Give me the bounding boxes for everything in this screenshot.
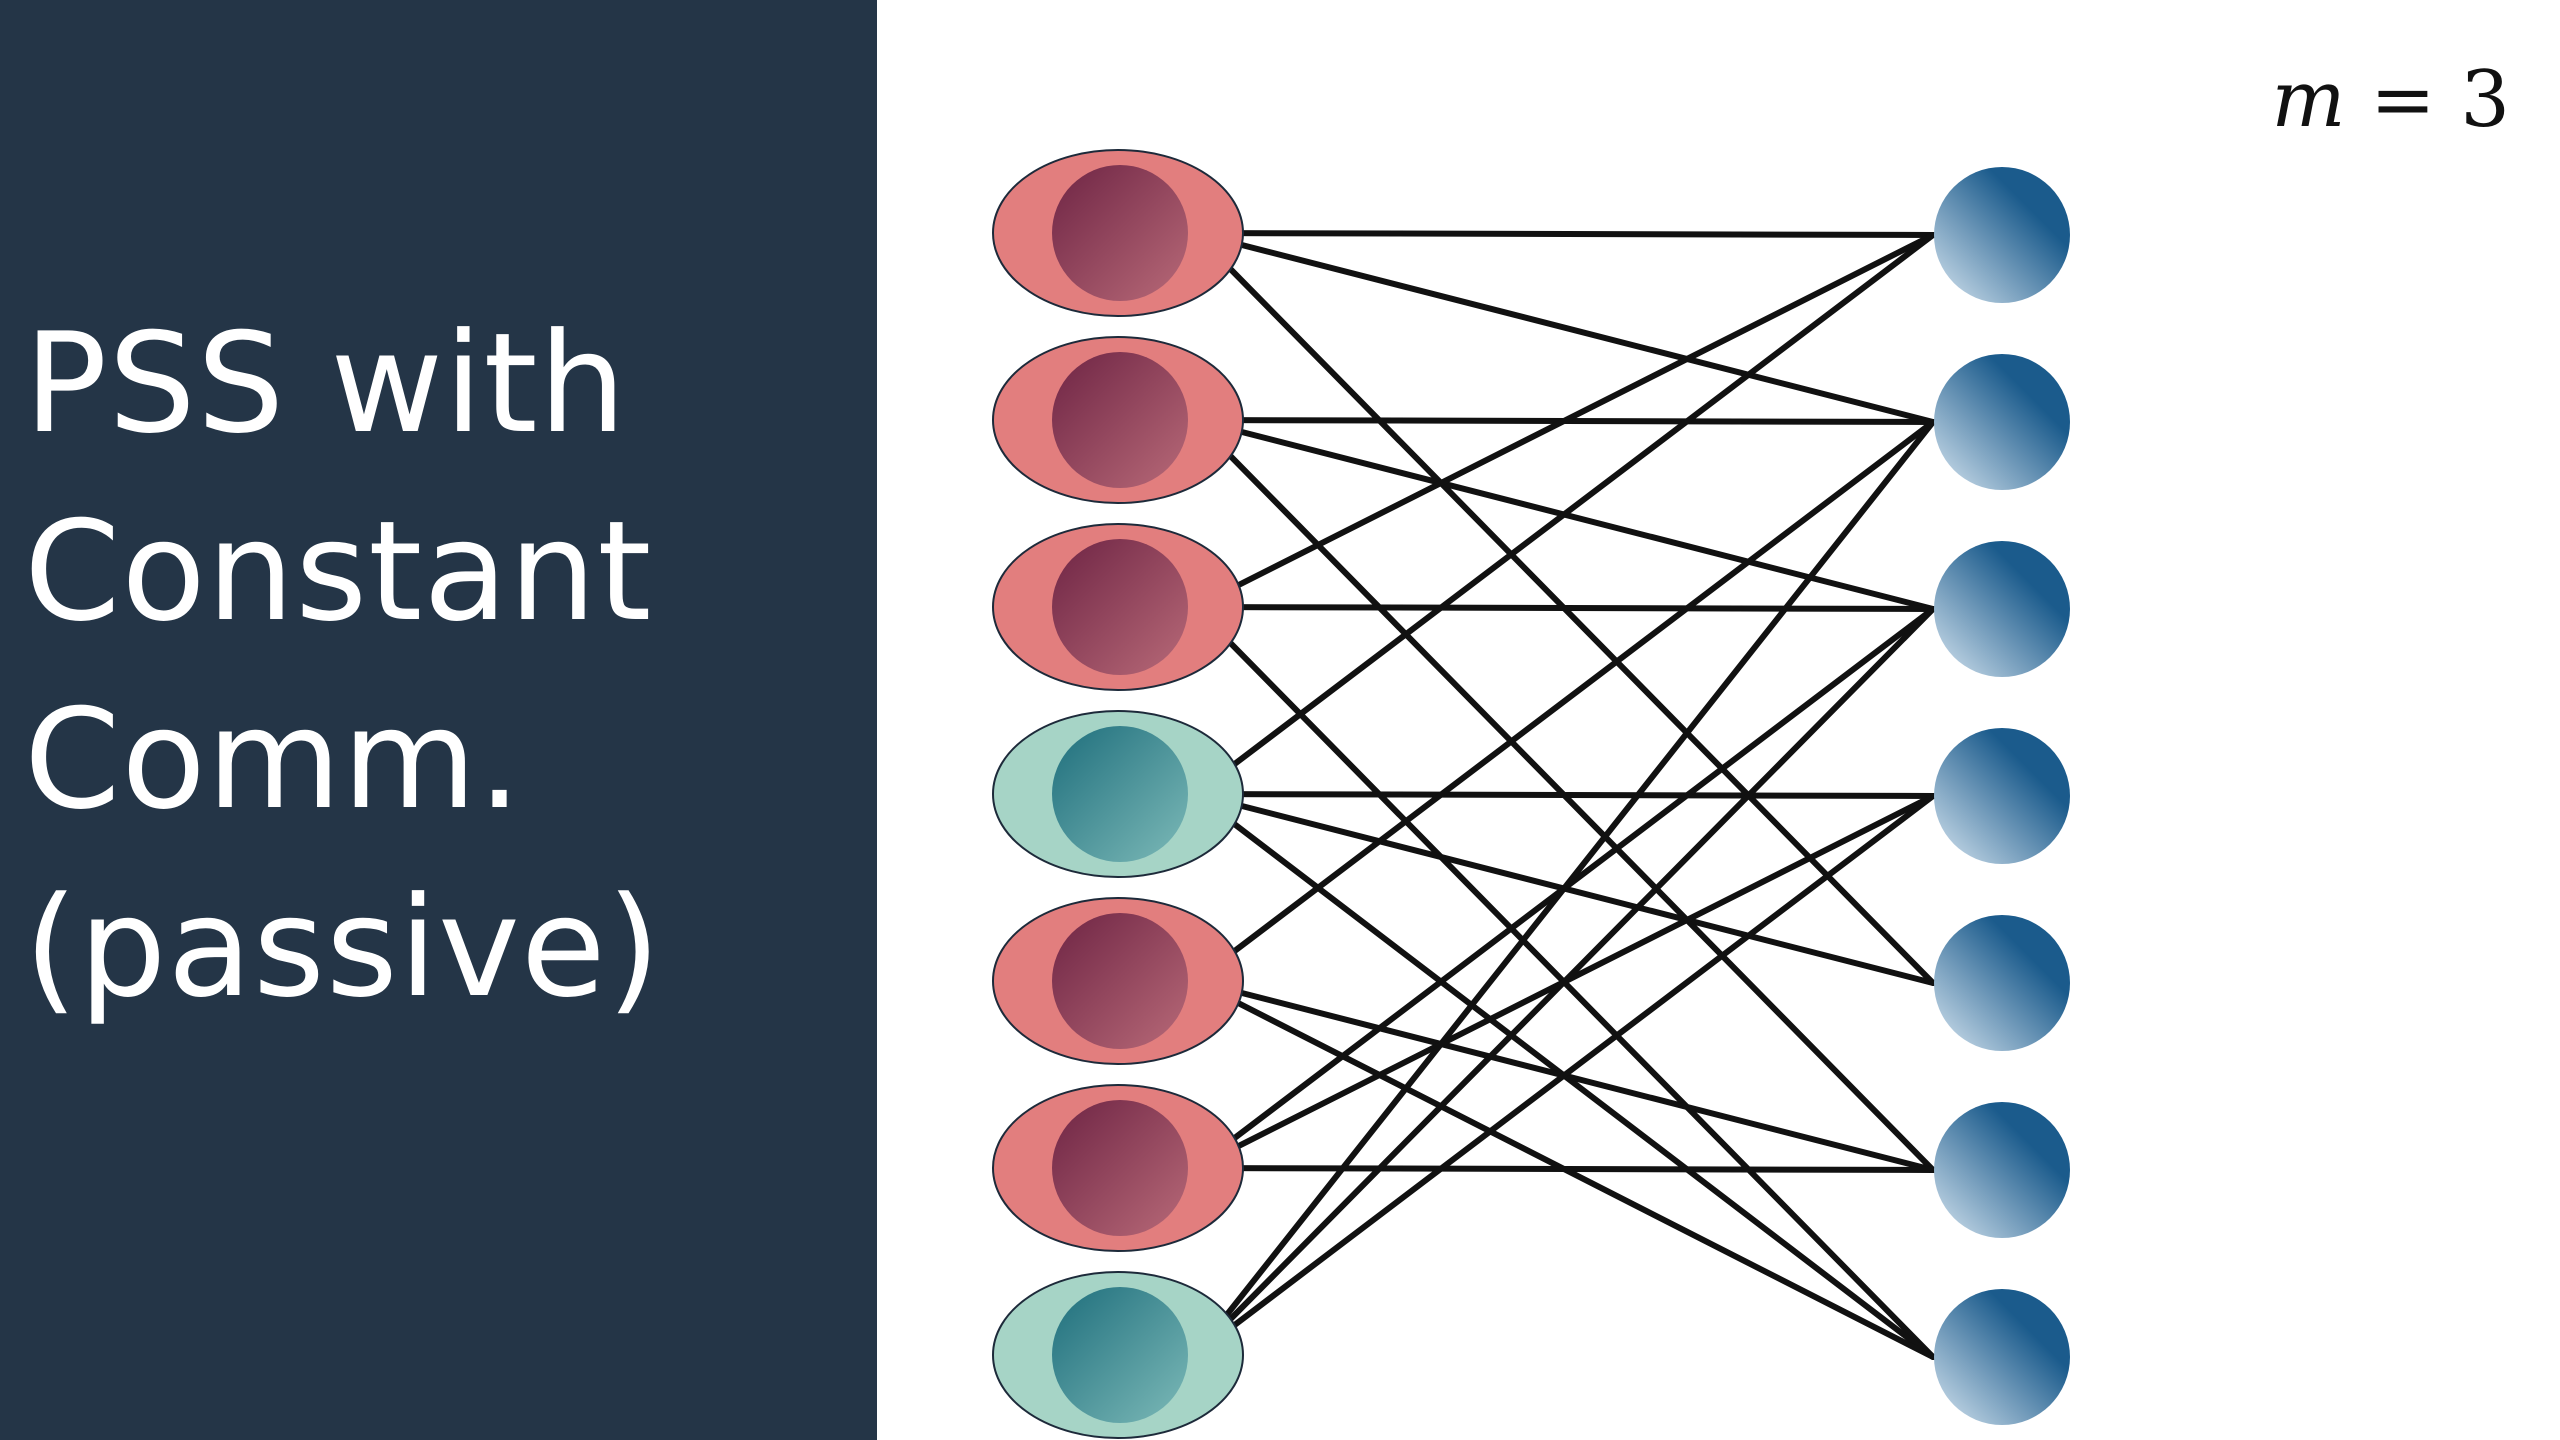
node-inner-circle [1052,1287,1188,1423]
node-inner-circle [1052,1100,1188,1236]
graph-edge [1192,419,1936,984]
formula-operator: = [2370,55,2436,145]
left-nodes-layer [992,149,1244,1439]
edges-layer [1192,230,1936,1360]
parameter-formula: m = 3 [2271,55,2510,145]
left-node-red [992,149,1244,317]
graph-edge [1192,793,1936,1358]
right-node [1934,167,2070,303]
node-inner-circle [1052,913,1188,1049]
formula-variable: m [2271,55,2346,145]
formula-value: 3 [2460,55,2510,145]
left-node-red [992,523,1244,691]
title-line-3: Comm. [24,679,523,840]
right-nodes-layer [1934,167,2070,1425]
graph-edge [1192,230,1936,238]
left-node-red [992,336,1244,504]
graph-edge [1192,791,1936,799]
graph-edge [1192,232,1936,610]
graph-edge [1192,230,1936,425]
graph-edge [1192,1165,1936,1173]
title-line-4: (passive) [24,867,662,1028]
node-inner-circle [1052,539,1188,675]
graph-edge [1192,606,1936,1358]
node-inner-circle [1052,352,1188,488]
left-node-red [992,897,1244,1065]
right-node [1934,915,2070,1051]
graph-edge [1192,232,1936,797]
title-line-2: Constant [24,491,653,652]
right-node [1934,1289,2070,1425]
title-panel: PSS with Constant Comm. (passive) [0,0,877,1440]
graph-edge [1192,419,1936,1358]
title-line-1: PSS with [24,303,628,464]
right-node [1934,541,2070,677]
left-node-green [992,710,1244,878]
left-node-green [992,1271,1244,1439]
right-node [1934,1102,2070,1238]
right-node [1934,728,2070,864]
graph-edge [1192,604,1936,612]
right-node [1934,354,2070,490]
node-inner-circle [1052,726,1188,862]
slide-title: PSS with Constant Comm. (passive) [24,290,864,1042]
left-node-red [992,1084,1244,1252]
node-inner-circle [1052,165,1188,301]
